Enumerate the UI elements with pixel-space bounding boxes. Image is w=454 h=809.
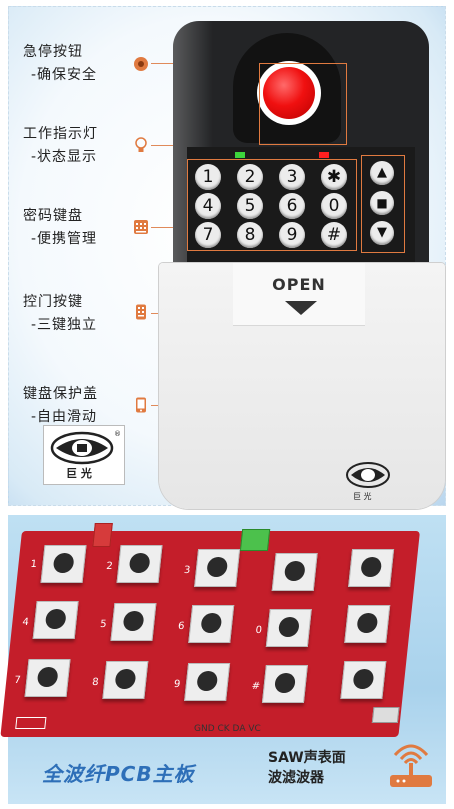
tact-switch bbox=[102, 661, 149, 699]
tact-switch bbox=[194, 549, 241, 587]
leader-line bbox=[151, 227, 187, 228]
tact-switch bbox=[188, 605, 235, 643]
pcb-label: 9 bbox=[173, 679, 181, 690]
key-1[interactable]: 1 bbox=[195, 164, 221, 190]
tact-switch bbox=[348, 549, 395, 587]
door-stop-button[interactable]: ■ bbox=[370, 191, 394, 215]
key-3[interactable]: 3 bbox=[279, 164, 305, 190]
feature-password-keypad: 密码键盘 -便携管理 bbox=[23, 205, 97, 251]
feature-door-keys: 控门按键 -三键独立 bbox=[23, 291, 97, 337]
brand-text: 巨 光 bbox=[66, 466, 92, 480]
feature-subtitle: -状态显示 bbox=[31, 149, 98, 165]
key-9[interactable]: 9 bbox=[279, 222, 305, 248]
feature-title: 急停按钮 bbox=[23, 44, 83, 60]
feature-emergency-stop: 急停按钮 -确保安全 bbox=[23, 41, 97, 87]
wireless-router-icon bbox=[390, 744, 432, 787]
cover-tab bbox=[233, 263, 365, 326]
feature-keypad-cover: 键盘保护盖 -自由滑动 bbox=[23, 383, 98, 429]
pcb-label: 0 bbox=[254, 625, 263, 636]
tact-switch bbox=[32, 601, 79, 639]
pcb-label: 7 bbox=[13, 675, 22, 686]
status-led-green bbox=[235, 152, 245, 158]
tact-switch bbox=[40, 545, 87, 583]
feature-indicator-light: 工作指示灯 -状态显示 bbox=[23, 123, 98, 169]
green-terminal bbox=[239, 529, 271, 551]
feature-subtitle: -三键独立 bbox=[31, 317, 98, 333]
pcb-label: 1 bbox=[29, 559, 38, 570]
pcb-label: 5 bbox=[99, 619, 108, 630]
tact-switch bbox=[184, 663, 231, 701]
callout-frame bbox=[259, 63, 347, 145]
door-down-button[interactable]: ▼ bbox=[370, 221, 394, 245]
feature-subtitle: -自由滑动 bbox=[31, 409, 98, 425]
pcb-label: 2 bbox=[105, 561, 114, 572]
key-0[interactable]: 0 bbox=[321, 193, 347, 219]
tact-switch bbox=[265, 609, 312, 647]
key-7[interactable]: 7 bbox=[195, 222, 221, 248]
saw-resonator bbox=[371, 707, 400, 723]
tact-switch bbox=[110, 603, 157, 641]
open-label: OPEN bbox=[272, 275, 326, 294]
emergency-stop-icon bbox=[134, 57, 148, 71]
pcb-label: 8 bbox=[91, 677, 100, 688]
tact-switch bbox=[261, 665, 308, 703]
key-star[interactable]: ✱ bbox=[321, 164, 347, 190]
tact-switch bbox=[340, 661, 387, 699]
feature-title: 工作指示灯 bbox=[23, 126, 98, 142]
feature-subtitle: -便携管理 bbox=[31, 231, 98, 247]
feature-title: 控门按键 bbox=[23, 294, 83, 310]
pcb-label: 3 bbox=[183, 565, 191, 576]
pcb-title: 全波纤PCB主板 bbox=[42, 762, 195, 786]
feature-panel: 急停按钮 -确保安全 工作指示灯 -状态显示 密码键盘 -便携管理 控门按键 -… bbox=[8, 6, 446, 509]
callout-frame bbox=[187, 159, 357, 251]
door-up-button[interactable]: ▲ bbox=[370, 161, 394, 185]
tact-switch bbox=[344, 605, 391, 643]
key-6[interactable]: 6 bbox=[279, 193, 305, 219]
remote-device: 1 2 3 ✱ 4 5 6 0 7 8 9 # ▲ ■ ▼ OPEN bbox=[159, 21, 445, 509]
tact-switch bbox=[271, 553, 318, 591]
brand-emblem-icon: ® 巨 光 bbox=[50, 430, 121, 480]
brand-logo-small: 巨 光 bbox=[346, 462, 390, 501]
key-4[interactable]: 4 bbox=[195, 193, 221, 219]
pcb-label: # bbox=[251, 681, 261, 692]
feature-title: 密码键盘 bbox=[23, 208, 83, 224]
pcb-label: 6 bbox=[177, 621, 185, 632]
registered-mark: ® bbox=[114, 430, 121, 438]
bulb-icon bbox=[135, 137, 147, 152]
keypad-icon bbox=[134, 220, 148, 234]
key-8[interactable]: 8 bbox=[237, 222, 263, 248]
pcb-board: 1 2 3 4 5 6 7 8 9 0 # bbox=[0, 523, 420, 737]
key-2[interactable]: 2 bbox=[237, 164, 263, 190]
status-led-red bbox=[319, 152, 329, 158]
pcb-label: 4 bbox=[21, 617, 30, 628]
tact-switch bbox=[116, 545, 163, 583]
key-5[interactable]: 5 bbox=[237, 193, 263, 219]
saw-line-2: 波滤波器 bbox=[268, 770, 324, 786]
pin-labels: GND CK DA VC bbox=[194, 724, 261, 734]
pcb-panel: 1 2 3 4 5 6 7 8 9 0 # GND CK DA VC 全波纤PC… bbox=[0, 515, 446, 804]
stop-square-icon: ■ bbox=[376, 196, 388, 210]
feature-title: 键盘保护盖 bbox=[23, 386, 98, 402]
brand-logo: ® 巨 光 bbox=[43, 425, 125, 485]
brand-text: 巨 光 bbox=[353, 491, 372, 501]
arrow-down-icon: ▼ bbox=[377, 225, 387, 240]
slide-arrow-icon bbox=[285, 301, 317, 315]
tact-switch bbox=[24, 659, 71, 697]
arrow-up-icon: ▲ bbox=[377, 165, 387, 180]
saw-line-1: SAW声表面 bbox=[268, 750, 346, 766]
remote-icon bbox=[136, 304, 146, 320]
phone-icon bbox=[136, 397, 146, 413]
emergency-stop-button[interactable] bbox=[263, 67, 315, 119]
pcb-pad bbox=[15, 717, 47, 729]
red-connector bbox=[92, 523, 113, 547]
key-hash[interactable]: # bbox=[321, 222, 347, 248]
saw-caption: SAW声表面 波滤波器 bbox=[268, 748, 346, 788]
feature-subtitle: -确保安全 bbox=[31, 67, 98, 83]
callout-frame bbox=[361, 155, 405, 253]
